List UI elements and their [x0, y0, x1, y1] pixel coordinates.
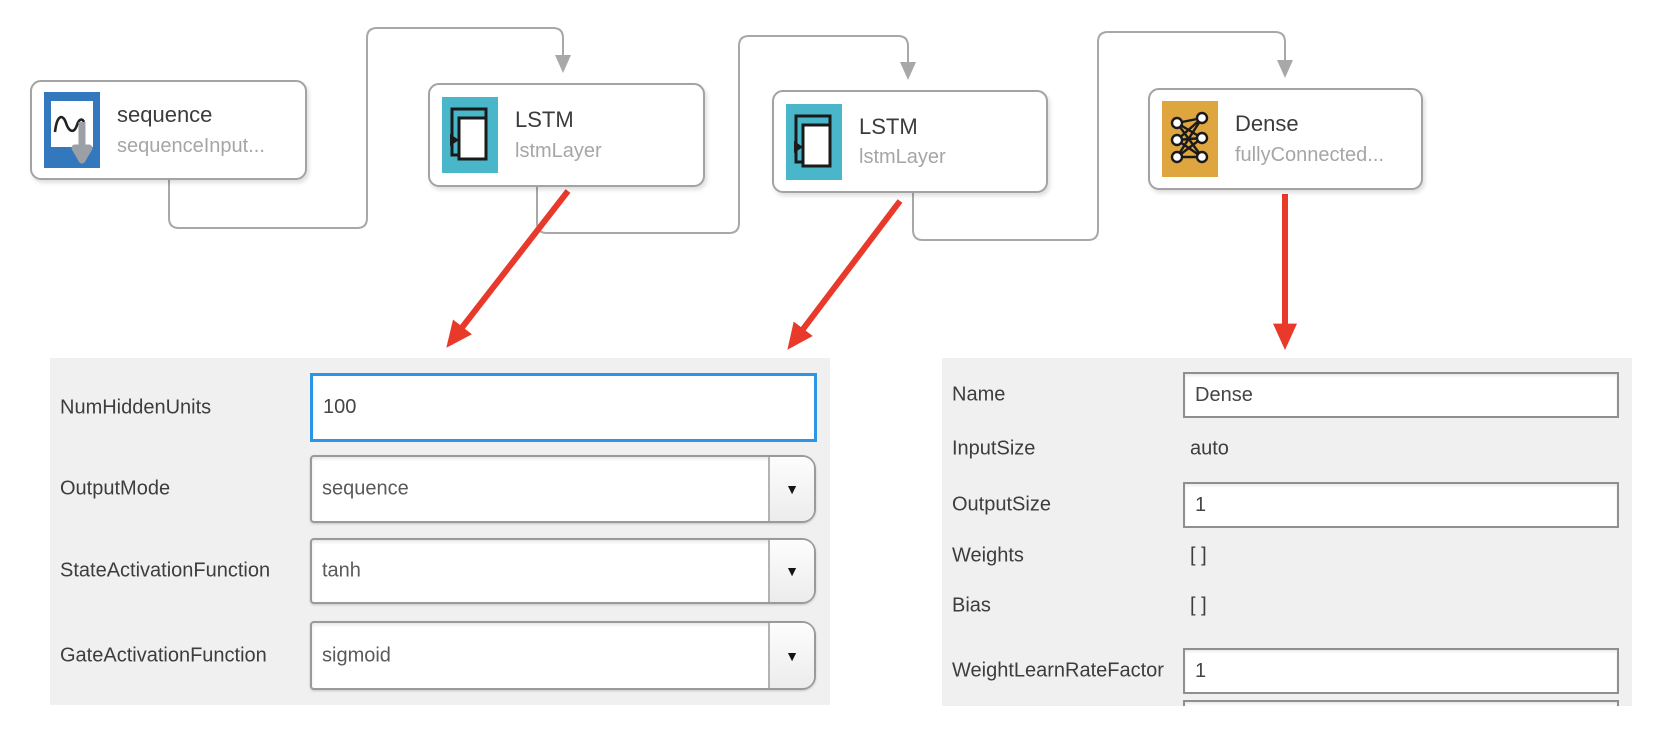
state-activation-function-dropdown[interactable]: tanh ▼	[310, 538, 816, 604]
property-label: InputSize	[952, 437, 1036, 460]
layer-title: LSTM	[859, 113, 918, 139]
lstm-icon	[442, 97, 498, 173]
num-hidden-units-input[interactable]	[310, 373, 817, 442]
chevron-down-icon[interactable]: ▼	[768, 540, 814, 602]
property-label: Bias	[952, 594, 991, 617]
annotation-arrow-lstm1-to-panel	[446, 189, 571, 348]
name-input[interactable]	[1183, 372, 1619, 418]
property-label: OutputMode	[60, 477, 171, 500]
dropdown-selected-value: sigmoid	[322, 644, 391, 666]
dense-properties-panel: Name InputSize auto OutputSize Weights […	[942, 358, 1632, 706]
layer-title: sequence	[117, 102, 213, 128]
layer-node-lstm-1[interactable]: LSTM lstmLayer	[428, 83, 705, 187]
property-label: GateActivationFunction	[60, 644, 267, 666]
partial-next-input[interactable]	[1183, 700, 1619, 706]
property-row	[942, 700, 1632, 706]
bias-value: [ ]	[1190, 594, 1207, 617]
output-mode-dropdown[interactable]: sequence ▼	[310, 455, 816, 523]
sequence-input-icon	[44, 92, 100, 168]
property-label: NumHiddenUnits	[60, 396, 212, 418]
layer-title: LSTM	[515, 107, 574, 133]
gate-activation-function-dropdown[interactable]: sigmoid ▼	[310, 621, 816, 690]
property-label: Name	[952, 383, 1006, 406]
layer-subtitle: sequenceInput...	[117, 134, 265, 157]
property-label: Weights	[952, 544, 1024, 567]
property-row: Bias [ ]	[942, 593, 1632, 619]
layer-title: Dense	[1235, 111, 1299, 137]
property-row: StateActivationFunction tanh ▼	[50, 538, 830, 604]
layer-node-sequence[interactable]: sequence sequenceInput...	[30, 80, 307, 180]
property-row: Weights [ ]	[942, 543, 1632, 569]
layer-subtitle: fullyConnected...	[1235, 143, 1384, 166]
annotation-arrow-lstm2-to-panel	[787, 199, 903, 350]
property-row: OutputSize	[942, 482, 1632, 528]
property-row: NumHiddenUnits	[50, 373, 830, 442]
property-row: Name	[942, 372, 1632, 418]
property-row: WeightLearnRateFactor	[942, 648, 1632, 694]
layer-node-dense[interactable]: Dense fullyConnected...	[1148, 88, 1423, 190]
chevron-down-icon[interactable]: ▼	[768, 623, 814, 688]
property-row: InputSize auto	[942, 436, 1632, 462]
dropdown-selected-value: tanh	[322, 559, 361, 582]
layer-node-lstm-2[interactable]: LSTM lstmLayer	[772, 90, 1048, 193]
fully-connected-icon	[1162, 101, 1218, 177]
property-label: WeightLearnRateFactor	[952, 659, 1164, 682]
weights-value: [ ]	[1190, 544, 1207, 567]
property-label: StateActivationFunction	[60, 559, 271, 582]
input-size-value: auto	[1190, 437, 1229, 460]
lstm-properties-panel: NumHiddenUnits OutputMode sequence ▼ Sta…	[50, 358, 830, 705]
chevron-down-icon[interactable]: ▼	[768, 457, 814, 521]
property-row: GateActivationFunction sigmoid ▼	[50, 621, 830, 690]
layer-subtitle: lstmLayer	[859, 146, 946, 169]
weight-learn-rate-factor-input[interactable]	[1183, 648, 1619, 694]
output-size-input[interactable]	[1183, 482, 1619, 528]
property-label: OutputSize	[952, 493, 1051, 516]
lstm-icon	[786, 103, 842, 180]
dropdown-selected-value: sequence	[322, 477, 409, 500]
property-row: OutputMode sequence ▼	[50, 455, 830, 523]
layer-subtitle: lstmLayer	[515, 139, 602, 162]
